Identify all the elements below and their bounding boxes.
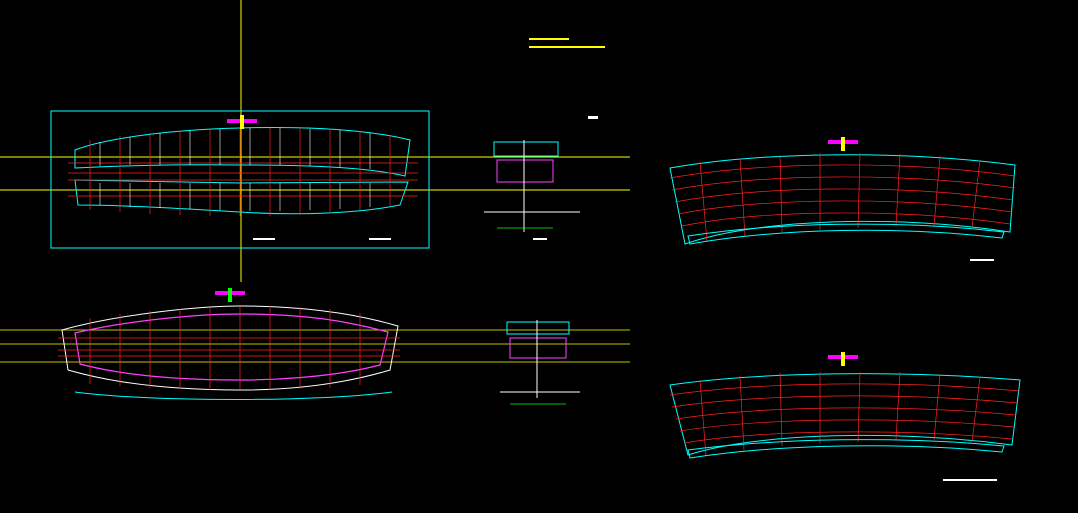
plan-top-left-north-marker (227, 115, 257, 129)
title-note (529, 38, 605, 48)
plan-bottom-left-outer-shell (61, 305, 399, 391)
plan-top-left-scale-bar-2 (369, 238, 391, 240)
plan-right-bottom-scale-bar (943, 479, 997, 481)
note-text-mark-1 (529, 38, 569, 40)
plan-bottom-left-base-arc (74, 391, 393, 400)
section-top-middle-tag (588, 116, 598, 119)
plan-right-top-scale-bar (970, 259, 994, 261)
note-text-mark-2 (529, 46, 605, 48)
plan-bottom-left-north-marker (215, 288, 245, 302)
plan-bottom-left-inner-shell (74, 313, 389, 381)
section-top-middle-label-bar (533, 238, 547, 240)
plan-top-left-ribs (99, 128, 371, 211)
section-bottom-middle[interactable] (500, 320, 580, 405)
plan-right-bottom-outer-arc (669, 373, 1021, 456)
plan-top-left-lower-band (74, 179, 409, 215)
selected-viewport-frame[interactable] (50, 110, 430, 249)
plan-right-top-lower-band (687, 223, 1005, 245)
section-top-middle-body (496, 159, 554, 183)
plan-right-bottom-north-marker (828, 352, 858, 366)
plan-bottom-left-grid (58, 306, 400, 390)
plan-right-top-grid (669, 152, 1016, 243)
section-top-middle-roof (493, 141, 559, 157)
crosshair-cursor (0, 0, 630, 282)
plan-bottom-left[interactable] (0, 288, 630, 400)
plan-right-top-north-marker (828, 137, 858, 151)
plan-right-top[interactable] (669, 137, 1016, 261)
section-bottom-middle-roof (506, 321, 570, 335)
plan-top-left[interactable] (68, 115, 418, 240)
plan-top-left-scale-bar-1 (253, 238, 275, 240)
plan-right-bottom-grid (669, 371, 1021, 457)
plan-right-bottom-lower-band (687, 439, 1005, 459)
plan-right-bottom[interactable] (669, 352, 1021, 481)
plan-top-left-grid (68, 128, 418, 216)
section-top-middle[interactable] (484, 116, 598, 240)
section-bottom-middle-body (509, 337, 567, 359)
